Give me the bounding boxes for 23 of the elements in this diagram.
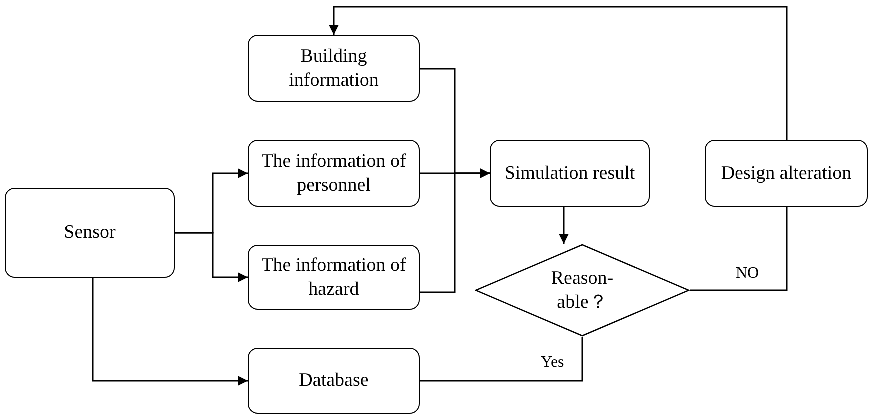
connector-line [690,207,788,292]
arrow [92,278,248,386]
process-box [248,35,420,102]
process-box [5,188,175,278]
process-box [248,245,420,310]
node-text: Simulation result [504,162,636,186]
arrow [559,207,569,244]
process-box [490,140,650,207]
arrow [175,232,248,282]
connector-line [420,337,584,382]
node-text: Database [299,369,369,393]
process-box [705,140,868,207]
node-text: Sensor [64,221,116,245]
node-text: Design alteration [721,162,852,186]
node-text: Building information [288,44,380,92]
node-text: The information of personnel [260,150,408,198]
node-text: Reason- able？ [550,266,615,314]
decision-diamond [475,244,690,337]
arrow [329,6,788,140]
process-box [248,140,420,207]
node-text: The information of hazard [260,254,408,302]
arrow [420,168,490,294]
process-box [248,348,420,414]
